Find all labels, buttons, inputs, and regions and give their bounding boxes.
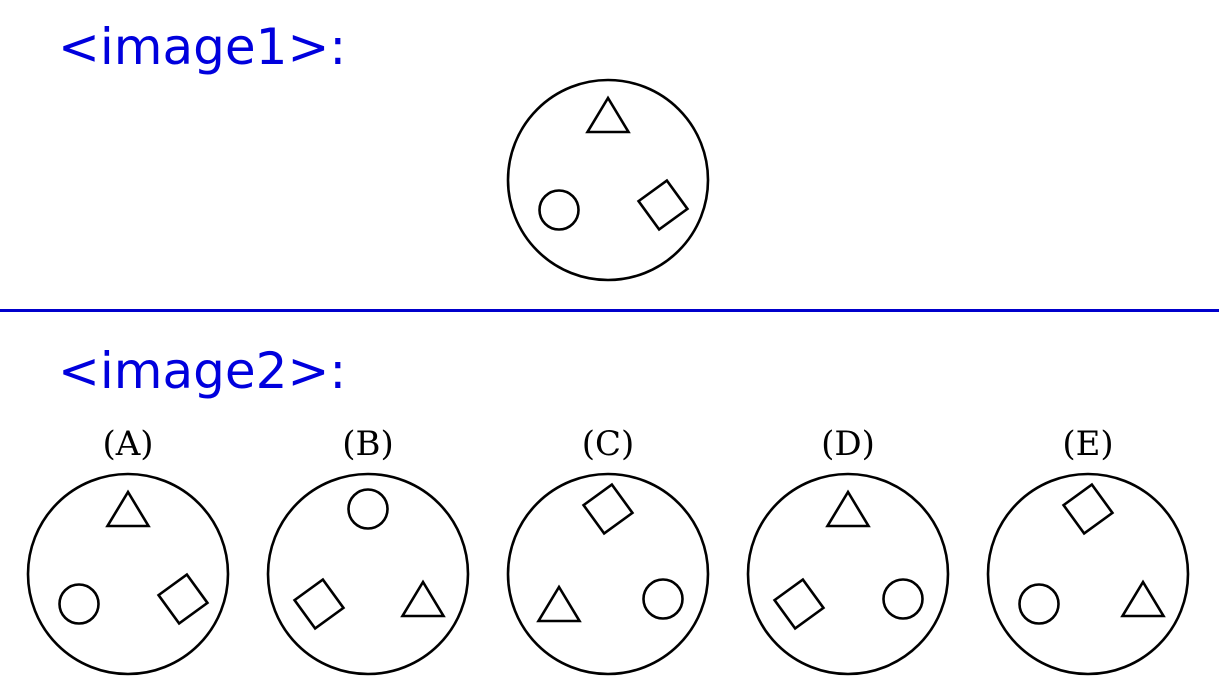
outer-circle	[746, 472, 950, 676]
top-circle-shape	[347, 488, 389, 530]
section-divider	[0, 309, 1219, 312]
option-figure-d	[746, 472, 950, 676]
right-triangle-shape	[1120, 579, 1166, 618]
outer-circle	[506, 78, 710, 282]
right-circle-shape	[642, 578, 684, 620]
left-triangle-shape	[536, 584, 582, 623]
right-diamond-shape	[636, 178, 690, 232]
image2-label: <image2>:	[58, 342, 347, 400]
option-figure-a	[26, 472, 230, 676]
right-circle-shape	[882, 578, 924, 620]
option-figure-c	[506, 472, 710, 676]
image1-label: <image1>:	[58, 18, 347, 76]
outer-circle	[26, 472, 230, 676]
outer-circle	[986, 472, 1190, 676]
option-label-c: (C)	[582, 424, 635, 464]
option-label-a: (A)	[102, 424, 153, 464]
question-figure	[506, 78, 710, 282]
option-figure-e	[986, 472, 1190, 676]
outer-circle	[506, 472, 710, 676]
option-label-d: (D)	[821, 424, 875, 464]
right-diamond-shape	[156, 572, 210, 626]
right-triangle-shape	[400, 579, 446, 618]
left-circle-shape	[538, 189, 580, 231]
top-diamond-shape	[1061, 482, 1115, 536]
top-diamond-shape	[581, 482, 635, 536]
option-figure-b	[266, 472, 470, 676]
left-diamond-shape	[292, 577, 346, 631]
option-label-e: (E)	[1062, 424, 1113, 464]
left-circle-shape	[1018, 583, 1060, 625]
outer-circle	[266, 472, 470, 676]
top-triangle-shape	[105, 489, 151, 528]
top-triangle-shape	[825, 489, 871, 528]
top-triangle-shape	[585, 95, 631, 134]
left-circle-shape	[58, 583, 100, 625]
left-diamond-shape	[772, 577, 826, 631]
option-label-b: (B)	[342, 424, 394, 464]
